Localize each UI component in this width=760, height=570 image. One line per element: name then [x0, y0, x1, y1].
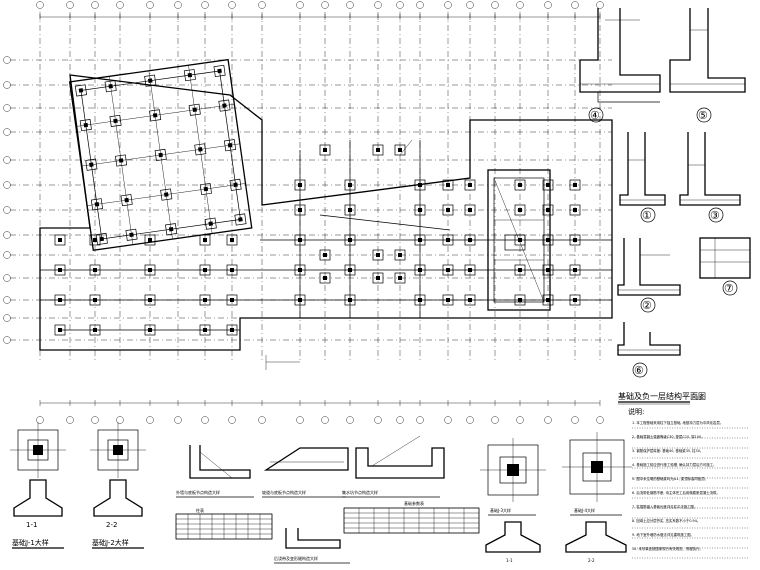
caption-pit: 集水坑节点构造大样: [342, 489, 378, 495]
note-line: 10. 未尽事宜按国家现行有关规范、规程执行。: [632, 546, 703, 551]
marker-5: ⑤: [698, 109, 708, 122]
notes-heading: 说明:: [628, 407, 644, 416]
detail-joint: 后浇带及变形缝构造大样: [274, 528, 350, 564]
detail-ramp: 坡道与底板节点构造大样: [262, 447, 349, 498]
foundation-pads: [54, 144, 581, 336]
section-1-1: 1-1: [26, 521, 37, 529]
detail-3: ③: [679, 132, 741, 223]
plan-scale: 1:P: [696, 396, 703, 401]
caption-j2: 基础J-2大样: [92, 538, 129, 547]
note-line: 1. 本工程基础采用柱下独立基础, 地基持力层为中风化岩层。: [632, 420, 723, 425]
table-1: 柱表: [175, 507, 273, 540]
caption-ramp: 坡道与底板节点构造大样: [262, 489, 306, 495]
caption-wall: 外墙与底板节点构造大样: [176, 489, 220, 495]
detail-5: ⑤: [669, 8, 746, 123]
caption-table2: 基础参数表: [404, 500, 424, 506]
axis-bubbles: [3, 1, 604, 424]
caption-joint: 后浇带及变形缝构造大样: [274, 555, 318, 561]
note-line: 8. 回填土应分层夯实, 压实系数不小于0.94。: [632, 518, 700, 523]
plan-title: 基础及负一层结构平面图: [618, 391, 706, 401]
detail-j1: 1-1 基础J-1大样: [10, 422, 66, 549]
foundation-plan: [3, 1, 613, 424]
note-line: 5. 图中未注明的基础梁均为JL1, 梁顶标高同板顶。: [632, 476, 708, 481]
detail-pit: 集水坑节点构造大样: [342, 435, 445, 498]
note-line: 9. 地下室外墙防水做法详见建筑施工图。: [632, 532, 694, 537]
caption-j1: 基础J-1大样: [12, 538, 49, 547]
marker-6: ⑥: [634, 364, 644, 377]
caption-j3: 基础J-3大样: [490, 507, 511, 513]
marker-7: ⑦: [724, 282, 734, 295]
detail-7: ⑦: [699, 237, 751, 296]
detail-j2: 2-2 基础J-2大样: [90, 422, 146, 549]
detail-6: ⑥: [617, 322, 681, 378]
note-line: 2. 基础混凝土强度等级C30, 垫层C15, 厚100。: [632, 434, 705, 439]
right-details: ④ ⑤ ① ③: [579, 8, 751, 559]
note-line: 6. 后浇带处钢筋不断, 待主体完工后用微膨胀混凝土浇筑。: [632, 490, 720, 495]
bottom-details: 1-1 基础J-1大样 2-2 基础J-2大样 外墙与底板节点构造大样: [10, 422, 632, 564]
table-2: 基础参数表: [343, 500, 480, 534]
detail-j3: 基础J-3大样 1-1: [480, 438, 546, 563]
dimension-lines: [39, 14, 601, 406]
building-outline: [39, 74, 613, 351]
detail-2: ②: [617, 238, 681, 313]
note-line: 3. 钢筋保护层厚度: 基础40, 基础梁35, 柱30。: [632, 448, 703, 453]
marker-3: ③: [710, 209, 720, 222]
grid-lines-vertical: [39, 12, 601, 360]
note-line: 7. 柱插筋锚入基础长度详见柱平法施工图。: [632, 504, 697, 509]
section-2-2: 2-2: [106, 521, 117, 529]
marker-1: ①: [642, 209, 652, 222]
detail-4: ④: [579, 8, 661, 123]
rotated-wing: [68, 58, 253, 251]
section-2-2-b: 2-2: [588, 558, 595, 563]
marker-4: ④: [590, 109, 600, 122]
marker-2: ②: [642, 299, 652, 312]
caption-j4: 基础J-4大样: [574, 507, 595, 513]
detail-1: ①: [619, 132, 666, 223]
section-1-1-b: 1-1: [506, 558, 513, 563]
general-notes: 1. 本工程基础采用柱下独立基础, 地基持力层为中风化岩层。 2. 基础混凝土强度…: [632, 420, 748, 559]
detail-wall: 外墙与底板节点构造大样: [176, 445, 254, 498]
note-line: 4. 基础施工前应进行施工验槽, 确认持力层后方可施工。: [632, 462, 716, 467]
caption-table1: 柱表: [196, 507, 204, 513]
detail-j4: 基础J-4大样 2-2: [562, 432, 632, 563]
